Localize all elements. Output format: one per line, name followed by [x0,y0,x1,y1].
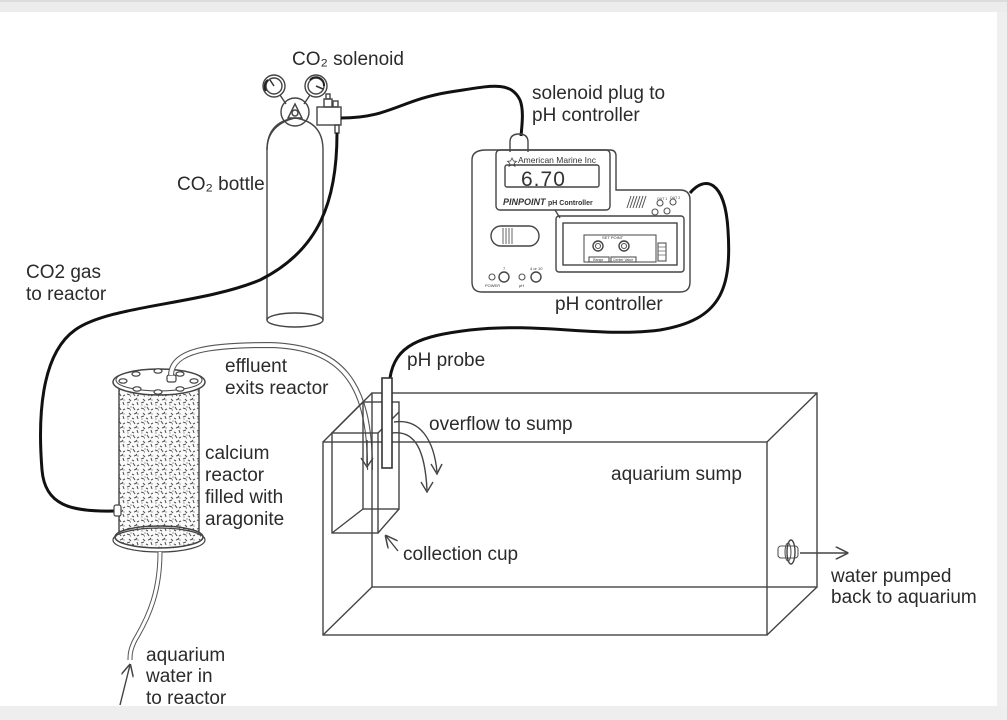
controller-power-label: POWER [485,283,500,288]
controller-display-value: 6.70 [521,168,566,191]
aquarium-sump [322,392,818,636]
label-ph-probe: pH probe [407,350,485,371]
overflow-arrow [391,432,428,491]
controller-four-ten-label: 4 or 10 [530,266,543,271]
controller-seven-label: 7 [503,266,506,271]
controller-center-value-label: Center Value [613,258,633,262]
bottom-bar [0,706,1007,720]
label-water-pumped-2: back to aquarium [831,587,977,608]
label-water-in-3: to reactor [146,688,227,709]
controller-out1-label: OUT 1 [657,197,667,201]
label-water-in-2: water in [145,666,213,687]
controller-brand: American Marine Inc [518,155,597,165]
ph-controller [471,149,691,293]
image-panel [0,12,997,706]
label-co2-gas-2: to reactor [26,284,107,305]
label-aquarium-sump: aquarium sump [611,464,742,485]
water-in-arrow [119,665,130,706]
co2-solenoid [316,93,342,134]
label-water-pumped-1: water pumped [830,566,951,587]
solenoid-plug [509,133,529,152]
co2-gas-hose [39,132,339,513]
co2-regulator [262,74,328,127]
controller-model-suffix: pH Controller [548,200,593,207]
label-co2-gas-1: CO2 gas [26,262,101,283]
co2-bottle [266,117,324,328]
controller-model: PINPOINT [503,197,547,207]
label-co2-bottle: CO₂ bottle [177,174,265,195]
label-water-in-1: aquarium [146,645,225,666]
label-calcium-3: filled with [205,487,283,508]
label-solenoid-plug-1: solenoid plug to [532,83,665,104]
ph-probe [381,377,393,469]
label-ph-controller: pH controller [555,294,663,315]
controller-set-point: SET POINT [602,235,624,240]
controller-range-label: Range [593,258,603,262]
controller-out2-label: OUT 2 [670,196,680,200]
solenoid-power-cord [340,84,524,137]
calcium-reactor [112,368,206,553]
pump-outlet [777,539,799,565]
label-calcium-4: aragonite [205,509,284,530]
label-overflow: overflow to sump [429,414,573,435]
top-bar [0,0,1007,12]
label-effluent-2: exits reactor [225,378,329,399]
label-calcium-2: reactor [205,465,265,486]
ph-probe-cable [388,182,731,379]
controller-ph-label: pH [519,283,524,288]
label-solenoid-plug-2: pH controller [532,105,640,126]
label-collection-cup: collection cup [403,544,518,565]
label-co2-solenoid: CO₂ solenoid [292,49,404,70]
label-effluent-1: effluent [225,356,288,377]
label-calcium-1: calcium [205,443,269,464]
